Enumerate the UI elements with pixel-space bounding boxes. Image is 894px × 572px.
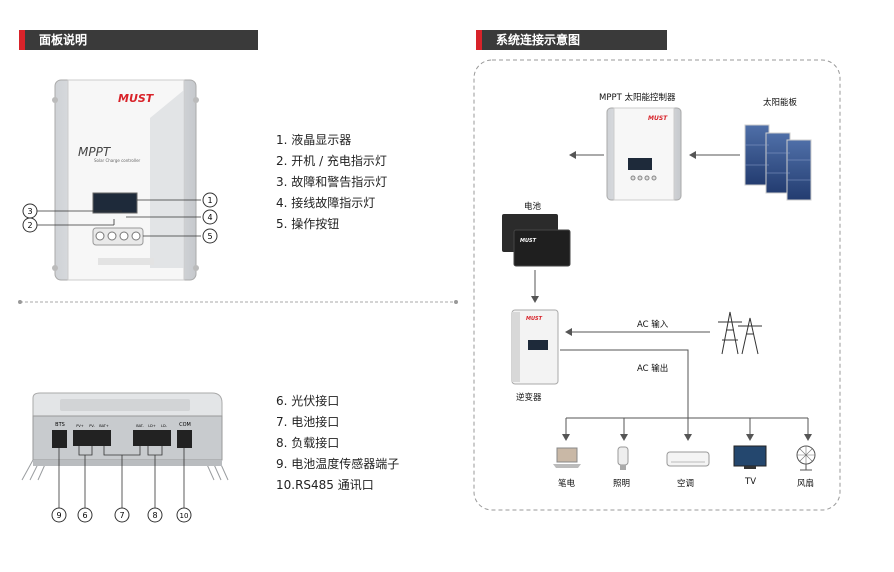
callout-6: 6: [82, 511, 87, 520]
callout-2: 2: [27, 221, 32, 230]
mppt-controller-icon: MUST: [606, 107, 682, 201]
ac-out-label: AC 输出: [637, 364, 669, 374]
appliance-light-label: 照明: [613, 479, 631, 489]
list-item: 4. 接线故障指示灯: [276, 196, 376, 210]
svg-text:MUST: MUST: [520, 238, 537, 244]
panel-description-header: 面板说明: [19, 30, 258, 50]
fan-icon: [796, 445, 816, 471]
list-item: 1. 液晶显示器: [276, 133, 352, 147]
callout-1: 1: [207, 196, 212, 205]
subtitle-text: Solar Charge controller: [94, 158, 141, 163]
port-ld-minus: LD-: [161, 424, 168, 428]
power-tower-icon: [718, 311, 762, 355]
lcd-display: [92, 192, 138, 214]
port-bat-minus: BAT-: [136, 424, 144, 428]
callout-8: 8: [152, 511, 157, 520]
port-bat-plus: BAT+: [99, 424, 109, 428]
model-text: MPPT: [78, 145, 112, 159]
ac-in-label: AC 输入: [637, 320, 669, 330]
inverter-icon: MUST: [511, 309, 559, 385]
battery-label: 电池: [524, 202, 542, 212]
list-item: 9. 电池温度传感器端子: [276, 457, 400, 471]
inverter-label: 逆变器: [516, 393, 542, 403]
system-diagram-frame: [473, 59, 841, 511]
callout-4: 4: [207, 213, 212, 222]
callout-7: 7: [119, 511, 124, 520]
mppt-controller-label: MPPT 太阳能控制器: [599, 93, 676, 103]
laptop-icon: [553, 447, 581, 468]
port-pv-minus: PV-: [89, 424, 95, 428]
battery-icon: MUST: [502, 214, 571, 267]
callout-5: 5: [207, 232, 212, 241]
light-bulb-icon: [617, 446, 629, 470]
button-3[interactable]: [119, 231, 129, 241]
list-item: 5. 操作按钮: [276, 217, 340, 231]
list-item: 3. 故障和警告指示灯: [276, 175, 388, 189]
button-1[interactable]: [95, 231, 105, 241]
appliance-ac-label: 空调: [677, 479, 695, 489]
appliance-fan-label: 风扇: [797, 479, 815, 489]
list-item: 10.RS485 通讯口: [276, 478, 374, 492]
air-conditioner-icon: [666, 451, 710, 467]
svg-text:MUST: MUST: [526, 316, 543, 322]
brand-logo: MUST: [118, 92, 155, 105]
tv-icon: [733, 445, 767, 469]
button-2[interactable]: [107, 231, 117, 241]
port-pv-plus: PV+: [76, 424, 84, 428]
system-diagram-header: 系统连接示意图: [476, 30, 667, 50]
solar-panel-label: 太阳能板: [763, 98, 798, 108]
list-item: 7. 电池接口: [276, 415, 340, 429]
port-com: COM: [179, 422, 191, 428]
list-item: 6. 光伏接口: [276, 394, 340, 408]
list-item: 8. 负载接口: [276, 436, 340, 450]
callout-10: 10: [180, 512, 189, 520]
controller-bottom: BTS PV+ PV- BAT+ BAT- LD+ LD- COM 9 6 7 …: [21, 392, 229, 523]
list-item: 2. 开机 / 充电指示灯: [276, 154, 387, 168]
callout-9: 9: [56, 511, 61, 520]
svg-text:MUST: MUST: [648, 115, 668, 122]
solar-panel-icon: [744, 124, 812, 201]
port-items-list: 6. 光伏接口 7. 电池接口 8. 负载接口 9. 电池温度传感器端子 10.…: [276, 391, 399, 496]
port-bts: BTS: [55, 422, 65, 428]
port-ld-plus: LD+: [148, 424, 156, 428]
panel-items-list: 1. 液晶显示器 2. 开机 / 充电指示灯 3. 故障和警告指示灯 4. 接线…: [276, 130, 387, 235]
appliance-laptop-label: 笔电: [558, 479, 576, 489]
button-4[interactable]: [131, 231, 141, 241]
callout-3: 3: [27, 207, 32, 216]
controller-front: MUST MPPT Solar Charge controller 1 2 3 …: [22, 79, 218, 281]
appliance-tv-label: TV: [745, 477, 757, 487]
